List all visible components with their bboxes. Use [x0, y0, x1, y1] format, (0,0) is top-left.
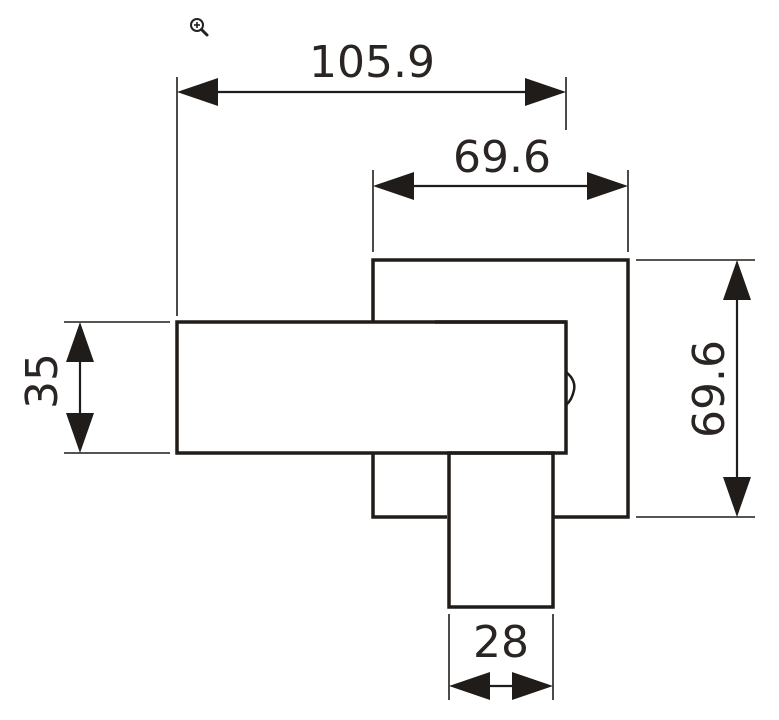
dim-label-plate-height: 69.6 — [684, 340, 735, 438]
back-plate-outline — [371, 258, 630, 519]
dim-label-overall-width: 105.9 — [309, 37, 435, 88]
arrow-handle-top — [66, 322, 94, 362]
arrow-plate-bottom — [723, 477, 751, 517]
zoom-in-button[interactable] — [188, 16, 210, 38]
handle-bar-outline — [175, 320, 568, 455]
dim-label-stem-width: 28 — [473, 617, 529, 668]
arrow-overall-right — [525, 78, 566, 106]
arrow-stem-left — [449, 672, 490, 700]
arrow-handle-bottom — [66, 413, 94, 453]
dim-label-plate-width: 69.6 — [453, 132, 551, 183]
arrow-plate-top — [723, 260, 751, 300]
stem-outline — [447, 451, 555, 609]
arrow-stem-right — [512, 672, 553, 700]
magnifier-plus-icon — [190, 18, 209, 37]
arrow-plate-right — [587, 172, 628, 200]
arrow-plate-left — [373, 172, 414, 200]
dim-label-handle-height: 35 — [17, 353, 68, 409]
arrow-overall-left — [177, 78, 218, 106]
handle-end-knob — [565, 371, 576, 406]
